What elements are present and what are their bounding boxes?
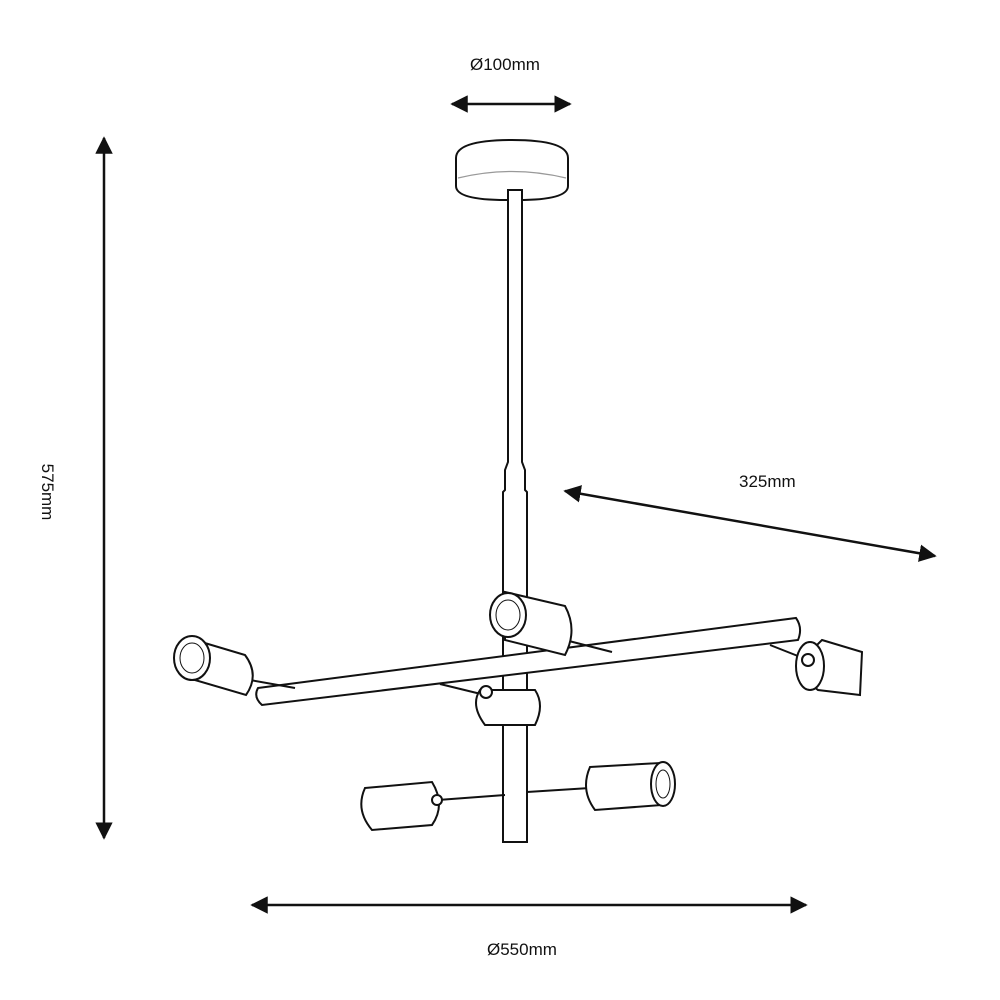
spot-head-lower-right — [526, 761, 676, 812]
arm-reach-label: 325mm — [739, 472, 796, 491]
spot-head-center-top — [489, 590, 613, 657]
upper-arm — [255, 616, 802, 707]
overall-diameter-label: Ø550mm — [487, 940, 557, 959]
stem — [502, 189, 528, 843]
spot-head-left — [173, 635, 296, 697]
reach-arrow — [563, 485, 937, 562]
total-height-label: 575mm — [38, 463, 57, 521]
spot-head-right — [769, 638, 864, 697]
spot-head-lower-left — [360, 780, 506, 832]
canopy — [455, 138, 569, 201]
dimension-arrows — [95, 95, 937, 914]
spot-head-center-back — [439, 683, 541, 726]
spot-heads — [173, 590, 864, 832]
canopy-diameter-label: Ø100mm — [470, 55, 540, 74]
